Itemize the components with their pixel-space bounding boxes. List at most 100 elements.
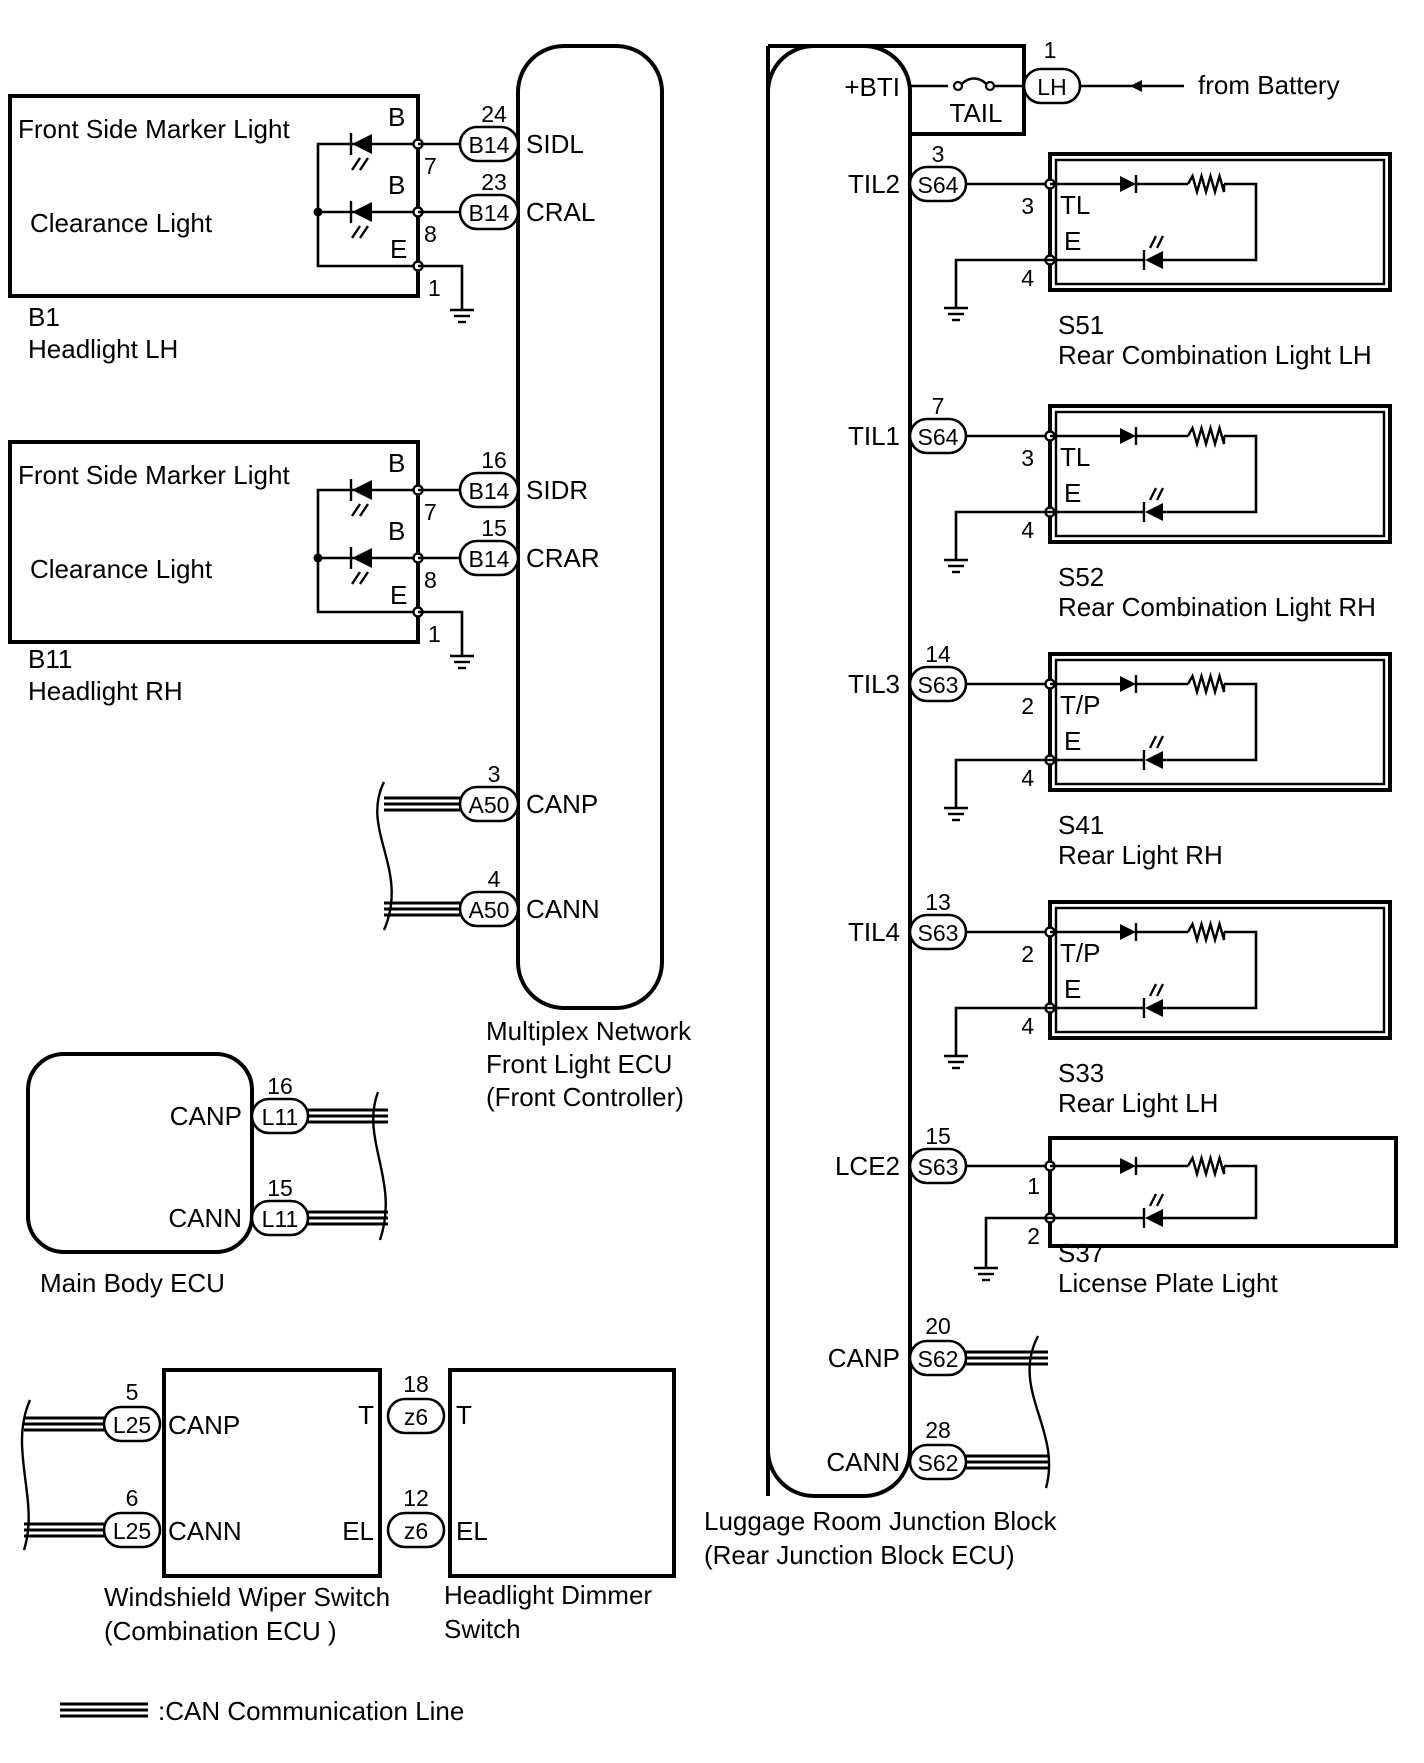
resistor-icon [1186,423,1226,449]
terminal-name: CRAR [526,543,600,573]
terminal-name: CANN [826,1447,900,1477]
rear-light-inner [1054,906,1386,1034]
clearance-label: Clearance Light [30,208,213,238]
wire [984,1216,1050,1268]
led-icon [349,479,372,517]
wiper-switch-box [162,1368,382,1578]
pin-label: 16 [267,1073,293,1099]
resistor-icon [1186,171,1226,197]
connector-0-label: B14 [469,132,510,158]
led-icon [1142,983,1165,1018]
connector-l11-label: L11 [262,1104,299,1130]
terminal-name: CANP [526,789,598,819]
ecu-caption: Front Light ECU [486,1049,672,1079]
pin-label: 4 [1021,265,1034,291]
ground-icon [944,806,968,822]
terminal-name: TIL2 [848,169,900,199]
connector-2-label: B14 [469,478,510,504]
led-icon [1142,735,1165,770]
battery-label: from Battery [1198,70,1340,100]
connector-l11-label: L11 [262,1206,299,1232]
pin-label: 14 [925,641,951,667]
connector-code: S51 [1058,310,1104,340]
rear-jb-box [766,44,912,1498]
rear-jb-outline [766,44,1026,1496]
led-icon [1142,1193,1165,1228]
diode-icon [1120,923,1138,941]
pin-label: 13 [925,889,951,915]
pin-label: 15 [925,1123,951,1149]
terminal-name: CANN [168,1203,242,1233]
diode-icon [1120,1157,1138,1175]
wire [954,758,1050,808]
connector-0 [458,125,520,163]
rear-light-box [1048,652,1392,792]
pin-label: 4 [488,866,501,892]
pin-label: 15 [267,1175,293,1201]
ground-icon [944,1054,968,1070]
connector-2-label: S63 [918,672,959,698]
connector-l25-label: L25 [113,1518,151,1544]
term-b: B [388,448,405,478]
component-name: Headlight Dimmer [444,1580,652,1610]
side-marker-label: Front Side Marker Light [18,114,290,144]
legend-label: :CAN Communication Line [158,1696,464,1726]
connector-4-label: A50 [469,792,510,818]
pin-label: 24 [481,101,507,127]
ground-icon [450,308,474,324]
fuse-terminal [952,80,964,92]
pin-label: 20 [925,1313,951,1339]
terminal-name: EL [342,1516,374,1546]
connector-code: B1 [28,302,60,332]
pin-label: 4 [1021,1013,1034,1039]
pin-label: 1 [1027,1173,1040,1199]
component-name: Headlight LH [28,334,178,364]
connector-code: B11 [28,644,72,674]
rear-light-inner [1054,410,1386,538]
connector-3 [458,539,520,577]
pin-label: 7 [424,153,437,179]
terminal-name: TL [1060,442,1090,472]
pin-label: 1 [428,275,441,301]
terminal-name: CANN [526,894,600,924]
resistor-icon [1186,919,1226,945]
pin-label: 28 [925,1417,951,1443]
rear-light-inner [1054,658,1386,786]
term-e: E [390,234,407,264]
license-light-box [1048,1136,1398,1248]
connector-lh-label: LH [1037,74,1066,100]
wire [1162,930,1258,1010]
wire [1162,1164,1258,1220]
pin-label: 2 [1021,693,1034,719]
pin-label: 1 [428,621,441,647]
dimmer-switch-box [448,1368,676,1578]
ecu-caption: Luggage Room Junction Block [704,1506,1058,1536]
pin-label: 4 [1021,765,1034,791]
resistor-icon [1186,1153,1226,1179]
can-line [384,796,460,812]
led-icon [349,201,372,239]
connector-5-label: A50 [469,897,510,923]
connector-3-label: B14 [469,546,510,572]
terminal-name: CRAL [526,197,595,227]
terminal-name: E [1064,974,1081,1004]
pin-label: 23 [481,169,507,195]
main-body-ecu-box [26,1052,254,1254]
can-line [24,1522,104,1538]
ground-icon [450,654,474,670]
terminal-name: T [358,1400,374,1430]
can-line [384,901,460,917]
wire [1162,682,1258,762]
terminal-name: E [1064,726,1081,756]
component-name: Rear Combination Light LH [1058,340,1372,370]
ecu-caption: Main Body ECU [40,1268,225,1298]
component-name: Windshield Wiper Switch [104,1582,390,1612]
terminal-name: T/P [1060,690,1100,720]
terminal-name: SIDR [526,475,588,505]
pin-label: 3 [488,761,501,787]
pin-label: 12 [403,1485,429,1511]
ecu-caption: (Rear Junction Block ECU) [704,1540,1015,1570]
fuse-terminal [984,80,996,92]
rear-light-box [1048,404,1392,544]
ecu-caption: (Front Controller) [486,1082,684,1112]
